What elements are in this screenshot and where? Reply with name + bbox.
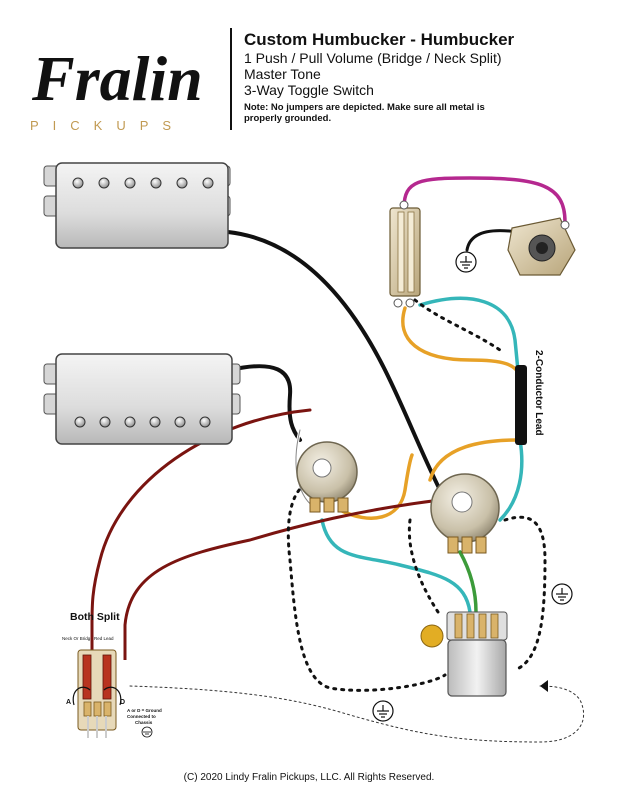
tone-pot [296,441,358,513]
volume-pot-lug-2 [461,536,473,554]
magenta-wire [402,176,567,224]
switch-lug-3 [478,613,487,639]
jack-tip-lug [397,211,405,293]
neck-black-wire [226,230,442,492]
teal-lead-wire [498,438,524,522]
ground-note-2: Connected to [127,714,156,719]
split-bar-right [102,654,112,700]
pin-a-label: A [66,699,71,706]
jack-plate-hole [536,242,548,254]
logo-wordmark: Fralin [31,43,203,114]
arrow-head [540,680,548,692]
ground-symbol-bottom [372,700,394,722]
header-note-1: Note: No jumpers are depicted. Make sure… [244,102,485,113]
neck-pickup-screws [72,177,214,189]
jack-tip-hole [399,200,409,210]
jack-body [389,207,421,297]
header-note-2: properly grounded. [244,113,331,124]
curve-arrow-a [72,686,91,706]
push-pull-lug-3 [103,701,112,717]
ground-loop-3 [407,518,442,617]
switch-lug-1 [454,613,463,639]
ground-symbol-jack [455,251,477,273]
tone-pot-lug-1 [309,497,321,513]
red-split-wire-1 [90,408,312,627]
orange-pot-wire [338,453,414,520]
green-wire [458,550,478,614]
output-jack-switchcraft [389,200,421,308]
volume-pot-shaft [451,491,473,513]
jack-lug-hole-2 [405,298,415,308]
jack-plate-lug [560,220,570,230]
bridge-pickup-cover [55,353,233,445]
volume-pot [430,473,500,554]
teal-switch-wire [320,518,472,614]
split-bar-left [82,654,92,700]
both-split-label: Both Split [70,611,120,623]
push-pull-detail: Both Split Neck Or Bridge Red Lead A D A… [62,611,162,738]
ground-arrow [540,680,548,692]
neck-pickup [43,162,231,249]
orange-lead-wire [428,438,520,482]
ground-loop-1 [286,478,447,692]
header-line-tone: Master Tone [244,66,321,82]
volume-pot-lug-1 [447,536,459,554]
diagram-title: Custom Humbucker - Humbucker [244,30,515,49]
ground-loop-2 [503,515,547,672]
curve-arrow-d [103,686,122,706]
tone-pot-shaft [312,458,332,478]
switch-lug-2 [466,613,475,639]
ground-loop-jack [413,298,502,352]
red-split-wire-2 [123,498,442,627]
push-pull-lug-2 [93,701,102,717]
orange-jack-wire [401,306,522,377]
red-lead-label: Neck Or Bridge Red Lead [62,636,114,641]
conductor-sheath [515,365,527,445]
switch-tip-knob [420,624,444,648]
bridge-pickup-screws [74,416,211,428]
two-conductor-lead: 2-Conductor Lead [515,350,544,445]
jack-plate [507,217,576,276]
bridge-black-wire [228,364,302,442]
push-pull-lug-1 [83,701,92,717]
ground-return-line [129,685,585,743]
header-text: Custom Humbucker - Humbucker 1 Push / Pu… [244,30,515,124]
ground-symbol-right [551,583,573,605]
switch-body [447,639,507,697]
tone-pot-lug-3 [337,497,349,513]
conductor-lead-label: 2-Conductor Lead [533,350,544,436]
three-way-toggle-switch [420,611,508,697]
jack-lug-hole-1 [393,298,403,308]
jack-sleeve-lug [407,211,415,293]
pin-d-label: D [120,699,125,706]
jack-ground-wire [465,229,520,252]
ground-note-1: A or D = Ground [127,708,162,713]
copyright-footer: (C) 2020 Lindy Fralin Pickups, LLC. All … [184,772,435,783]
ground-symbol-small [141,726,153,738]
fralin-logo: Fralin PICKUPS [30,43,203,133]
ground-note-3: Chassis [135,720,153,725]
header-line-switch: 3-Way Toggle Switch [244,82,374,98]
switch-lug-4 [490,613,499,639]
bridge-pickup [43,353,241,445]
tone-pot-lug-2 [323,497,335,513]
volume-pot-lug-3 [475,536,487,554]
header-line-volume: 1 Push / Pull Volume (Bridge / Neck Spli… [244,50,502,66]
neck-pickup-cover [55,162,229,249]
logo-tagline: PICKUPS [30,118,185,133]
